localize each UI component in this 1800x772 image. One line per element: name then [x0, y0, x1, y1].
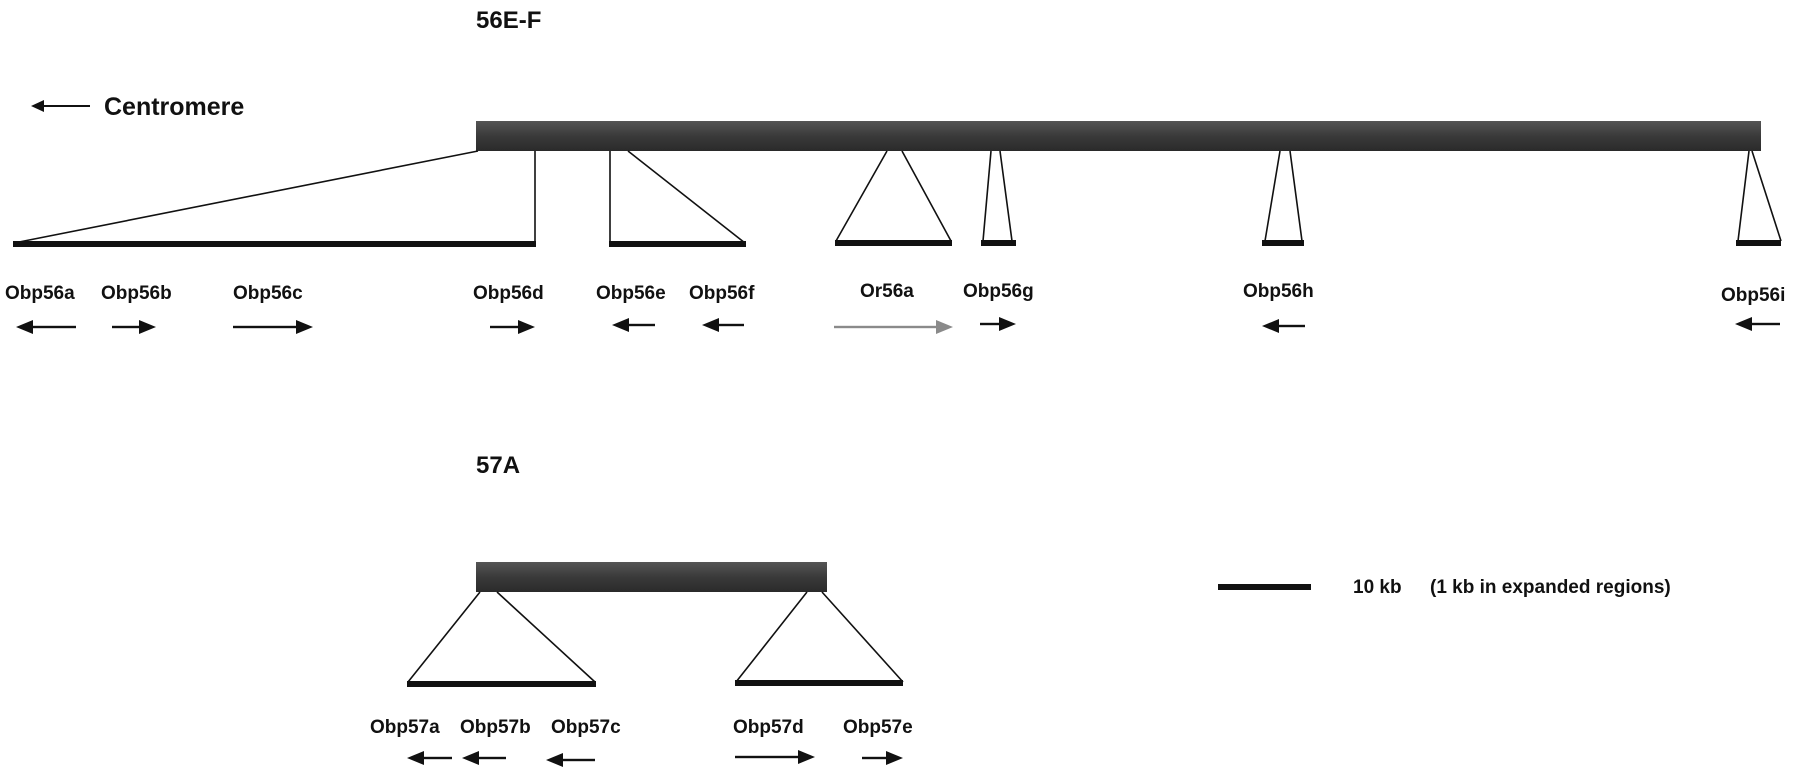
- gene-label: Obp56g: [963, 281, 1034, 302]
- gene-arrow-shaft: [1750, 322, 1780, 326]
- expansion-connector-7: [407, 591, 596, 683]
- gene-arrow-shaft: [1277, 324, 1305, 328]
- scale-note: (1 kb in expanded regions): [1430, 577, 1671, 598]
- gene-arrow-head: [702, 318, 719, 332]
- gene-arrow-head: [296, 320, 313, 334]
- gene-label: Or56a: [860, 281, 914, 302]
- gene-label: Obp56b: [101, 283, 172, 304]
- gene-arrow-head: [886, 751, 903, 765]
- expanded-segment-7: [407, 681, 596, 687]
- expanded-segments-56ef: [13, 240, 1781, 247]
- expanded-segment-4: [981, 240, 1016, 246]
- scale-bar-line: [1218, 584, 1311, 590]
- chromosome-bar-56ef: [476, 121, 1761, 151]
- centromere-indicator: Centromere: [31, 93, 244, 121]
- gene-arrow-shaft: [422, 756, 452, 760]
- expansion-connectors-57a: [407, 591, 904, 683]
- expanded-segments-57a: [407, 680, 903, 687]
- gene-arrow-shaft: [735, 755, 800, 759]
- region-label-57a: 57A: [476, 452, 520, 479]
- gene-arrow-shaft: [490, 325, 520, 329]
- gene-arrow-shaft: [717, 323, 744, 327]
- gene-label: Obp57d: [733, 717, 804, 738]
- gene-arrow: [980, 317, 1016, 331]
- gene-arrow-head: [1735, 317, 1752, 331]
- gene-arrow-shaft: [862, 756, 888, 760]
- scale-bar: 10 kb (1 kb in expanded regions): [1218, 577, 1671, 598]
- gene-label: Obp56h: [1243, 281, 1314, 302]
- gene-arrow-shaft: [834, 325, 938, 329]
- expanded-segment-5: [1262, 240, 1304, 246]
- expansion-connector-8: [735, 591, 904, 683]
- gene-arrow: [462, 751, 506, 765]
- gene-arrow: [862, 751, 903, 765]
- gene-arrow-head: [612, 318, 629, 332]
- gene-label: Obp57c: [551, 717, 621, 738]
- gene-label: Obp57b: [460, 717, 531, 738]
- gene-arrow-head: [546, 753, 563, 767]
- gene-label: Obp56c: [233, 283, 303, 304]
- centromere-arrow-head: [31, 100, 44, 112]
- expanded-segment-3: [835, 240, 952, 246]
- expansion-connector-6: [1737, 150, 1782, 242]
- gene-arrows-57a: [407, 750, 903, 767]
- gene-arrow-head: [798, 750, 815, 764]
- gene-arrow: [546, 753, 595, 767]
- gene-label: Obp57a: [370, 717, 440, 738]
- gene-label: Obp56a: [5, 283, 75, 304]
- gene-arrows-56ef: [16, 317, 1780, 334]
- gene-arrow-head: [1262, 319, 1279, 333]
- gene-labels-56ef: Obp56a Obp56b Obp56c Obp56d Obp56e Obp56…: [5, 281, 1785, 306]
- gene-arrow-head: [999, 317, 1016, 331]
- scale-label: 10 kb: [1353, 577, 1402, 598]
- gene-arrow-shaft: [627, 323, 655, 327]
- gene-arrow: [1262, 319, 1305, 333]
- chromosome-bar-57a: [476, 562, 827, 592]
- gene-arrow: [16, 320, 76, 334]
- gene-arrow-head: [139, 320, 156, 334]
- gene-arrow-shaft: [31, 325, 76, 329]
- expanded-segment-6: [1736, 240, 1781, 246]
- gene-label: Obp56e: [596, 283, 666, 304]
- gene-arrow-shaft: [477, 756, 506, 760]
- gene-arrow-head: [16, 320, 33, 334]
- centromere-label: Centromere: [104, 93, 244, 121]
- gene-label: Obp56d: [473, 283, 544, 304]
- gene-label: Obp56f: [689, 283, 755, 304]
- gene-arrow: [612, 318, 655, 332]
- gene-labels-57a: Obp57a Obp57b Obp57c Obp57d Obp57e: [370, 717, 913, 738]
- gene-arrow-shaft: [561, 758, 595, 762]
- expansion-connector-2: [609, 150, 746, 244]
- gene-arrow-head: [462, 751, 479, 765]
- gene-arrow-shaft: [233, 325, 298, 329]
- expansion-connector-1: [13, 150, 536, 244]
- expansion-connectors-56ef: [13, 150, 1782, 244]
- expansion-connector-5: [1264, 150, 1303, 242]
- gene-label: Obp57e: [843, 717, 913, 738]
- gene-arrow-head: [407, 751, 424, 765]
- gene-arrow: [490, 320, 535, 334]
- expansion-connector-3: [835, 150, 952, 242]
- gene-arrow: [407, 751, 452, 765]
- gene-arrow: [1735, 317, 1780, 331]
- gene-arrow-shaft: [980, 322, 1001, 326]
- gene-arrow: [702, 318, 744, 332]
- expanded-segment-2: [609, 241, 746, 247]
- gene-arrow: [834, 320, 953, 334]
- gene-arrow: [735, 750, 815, 764]
- expanded-segment-8: [735, 680, 903, 686]
- gene-arrow: [233, 320, 313, 334]
- gene-arrow: [112, 320, 156, 334]
- expanded-segment-1: [13, 241, 536, 247]
- gene-arrow-head: [936, 320, 953, 334]
- gene-label: Obp56i: [1721, 285, 1785, 306]
- region-label-56ef: 56E-F: [476, 7, 541, 34]
- gene-arrow-shaft: [112, 325, 141, 329]
- expansion-connector-4: [982, 150, 1013, 242]
- gene-arrow-head: [518, 320, 535, 334]
